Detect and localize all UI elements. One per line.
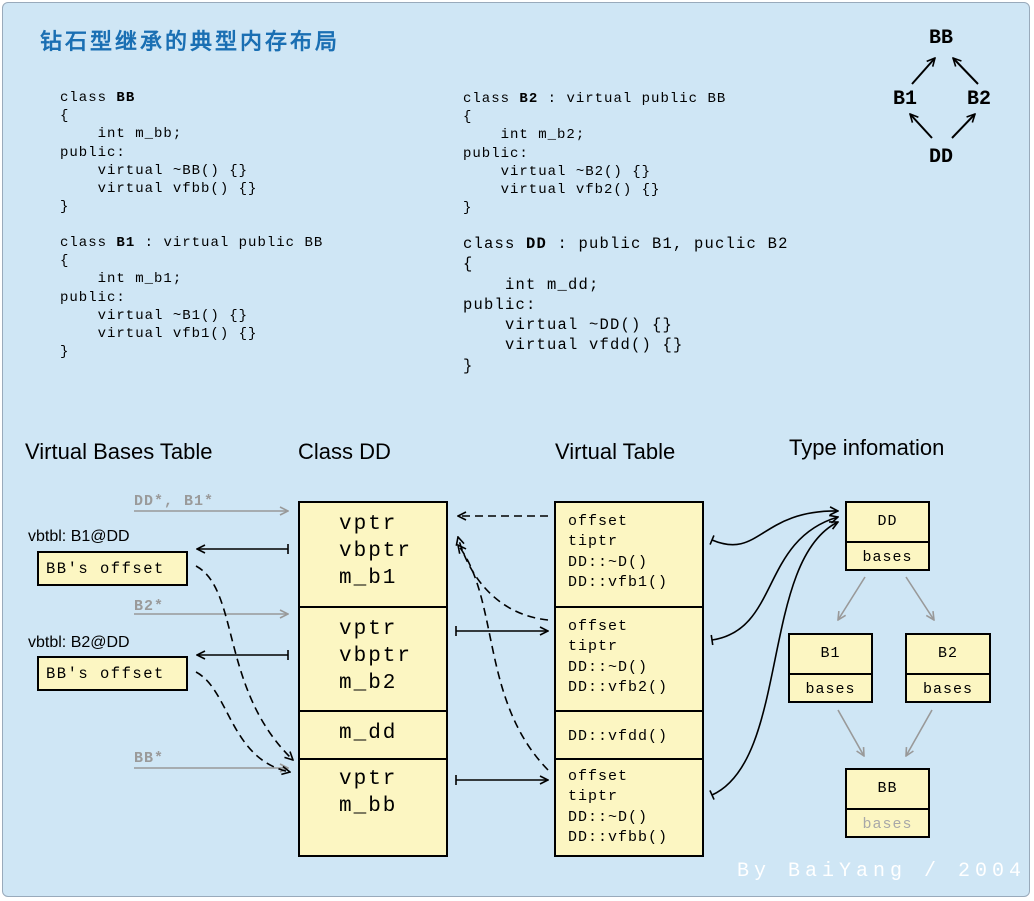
typeinfo-bb-box: BB bases	[845, 768, 930, 838]
class-dd-b2-subobject: vptr vbptr m_b2	[339, 618, 413, 695]
vbtbl-b1-offset-box: BB's offset	[37, 551, 188, 586]
arrow-dd-to-b2	[951, 114, 975, 139]
divider	[300, 758, 446, 760]
typeinfo-bb-bases: bases	[862, 816, 913, 833]
tiptr1-arrow	[712, 511, 838, 546]
vbtbl-b2-label: vbtbl: B2@DD	[28, 634, 130, 651]
divider	[556, 606, 702, 608]
diamond-dd: DD	[929, 146, 954, 169]
offset1-to-bb-arrow	[195, 565, 293, 760]
divider	[300, 710, 446, 712]
pointer-dd-b1-label: DD*, B1*	[134, 493, 215, 510]
vbtbl-b1-label: vbtbl: B1@DD	[28, 528, 130, 545]
virtual-table: offset tiptr DD::~D() DD::vfb1() offset …	[554, 501, 704, 857]
typeinfo-b2-to-bb	[906, 709, 933, 756]
typeinfo-bb-name: BB	[877, 780, 898, 797]
diamond-b2: B2	[967, 88, 992, 111]
vtable-bb-part: offset tiptr DD::~D() DD::vfbb()	[568, 768, 669, 846]
vtable-b1-part: offset tiptr DD::~D() DD::vfb1()	[568, 513, 669, 591]
typeinfo-b2-box: B2 bases	[905, 633, 991, 703]
typeinfo-b1-to-bb	[837, 709, 864, 756]
author-signature: By BaiYang / 2004	[737, 860, 1027, 883]
arrow-b2-to-bb	[953, 58, 979, 85]
vtable-dd-part: DD::vfdd()	[568, 728, 669, 745]
class-dd-m-dd: m_dd	[339, 722, 398, 745]
offset-b2-back-arrow	[458, 537, 549, 621]
divider	[556, 758, 702, 760]
header-type-information: Type infomation	[789, 435, 945, 460]
header-virtual-bases-table: Virtual Bases Table	[25, 439, 213, 464]
diamond-arrows	[910, 58, 979, 139]
header-virtual-table: Virtual Table	[555, 439, 676, 464]
divider	[847, 541, 928, 543]
offset2-to-bb-arrow	[195, 671, 290, 772]
typeinfo-b2-bases: bases	[922, 681, 973, 698]
class-dd-object: vptr vbptr m_b1 vptr vbptr m_b2 m_dd vpt…	[298, 501, 448, 857]
typeinfo-dd-bases: bases	[862, 549, 913, 566]
arrow-b1-to-bb	[911, 58, 935, 85]
code-class-b2: class B2 : virtual public BB { int m_b2;…	[463, 91, 727, 217]
vtable-b2-part: offset tiptr DD::~D() DD::vfb2()	[568, 618, 669, 696]
typeinfo-b2-name: B2	[937, 645, 958, 662]
diagram-title: 钻石型继承的典型内存布局	[40, 29, 341, 55]
code-class-bb: class BB { int m_bb; public: virtual ~BB…	[60, 90, 258, 216]
typeinfo-dd-to-b2	[905, 576, 934, 620]
divider	[847, 808, 928, 810]
divider	[907, 673, 989, 675]
offset-bb-back-arrow	[458, 545, 549, 771]
class-dd-bb-subobject: vptr m_bb	[339, 768, 398, 818]
arrow-dd-to-b1	[910, 114, 933, 139]
typeinfo-dd-to-b1	[838, 576, 866, 620]
diamond-bb: BB	[929, 27, 954, 50]
class-dd-b1-subobject: vptr vbptr m_b1	[339, 513, 413, 590]
divider	[556, 710, 702, 712]
pointer-bb-label: BB*	[134, 750, 165, 767]
vbtbl-b2-offset-box: BB's offset	[37, 656, 188, 691]
header-class-dd: Class DD	[298, 439, 391, 464]
code-class-b1: class B1 : virtual public BB { int m_b1;…	[60, 235, 324, 361]
code-class-dd: class DD : public B1, puclic B2 { int m_…	[463, 235, 789, 375]
divider	[300, 606, 446, 608]
typeinfo-dd-box: DD bases	[845, 501, 930, 571]
typeinfo-dd-name: DD	[877, 513, 898, 530]
diamond-b1: B1	[893, 88, 918, 111]
tiptr3-arrow	[712, 522, 838, 795]
pointer-b2-label: B2*	[134, 598, 165, 615]
